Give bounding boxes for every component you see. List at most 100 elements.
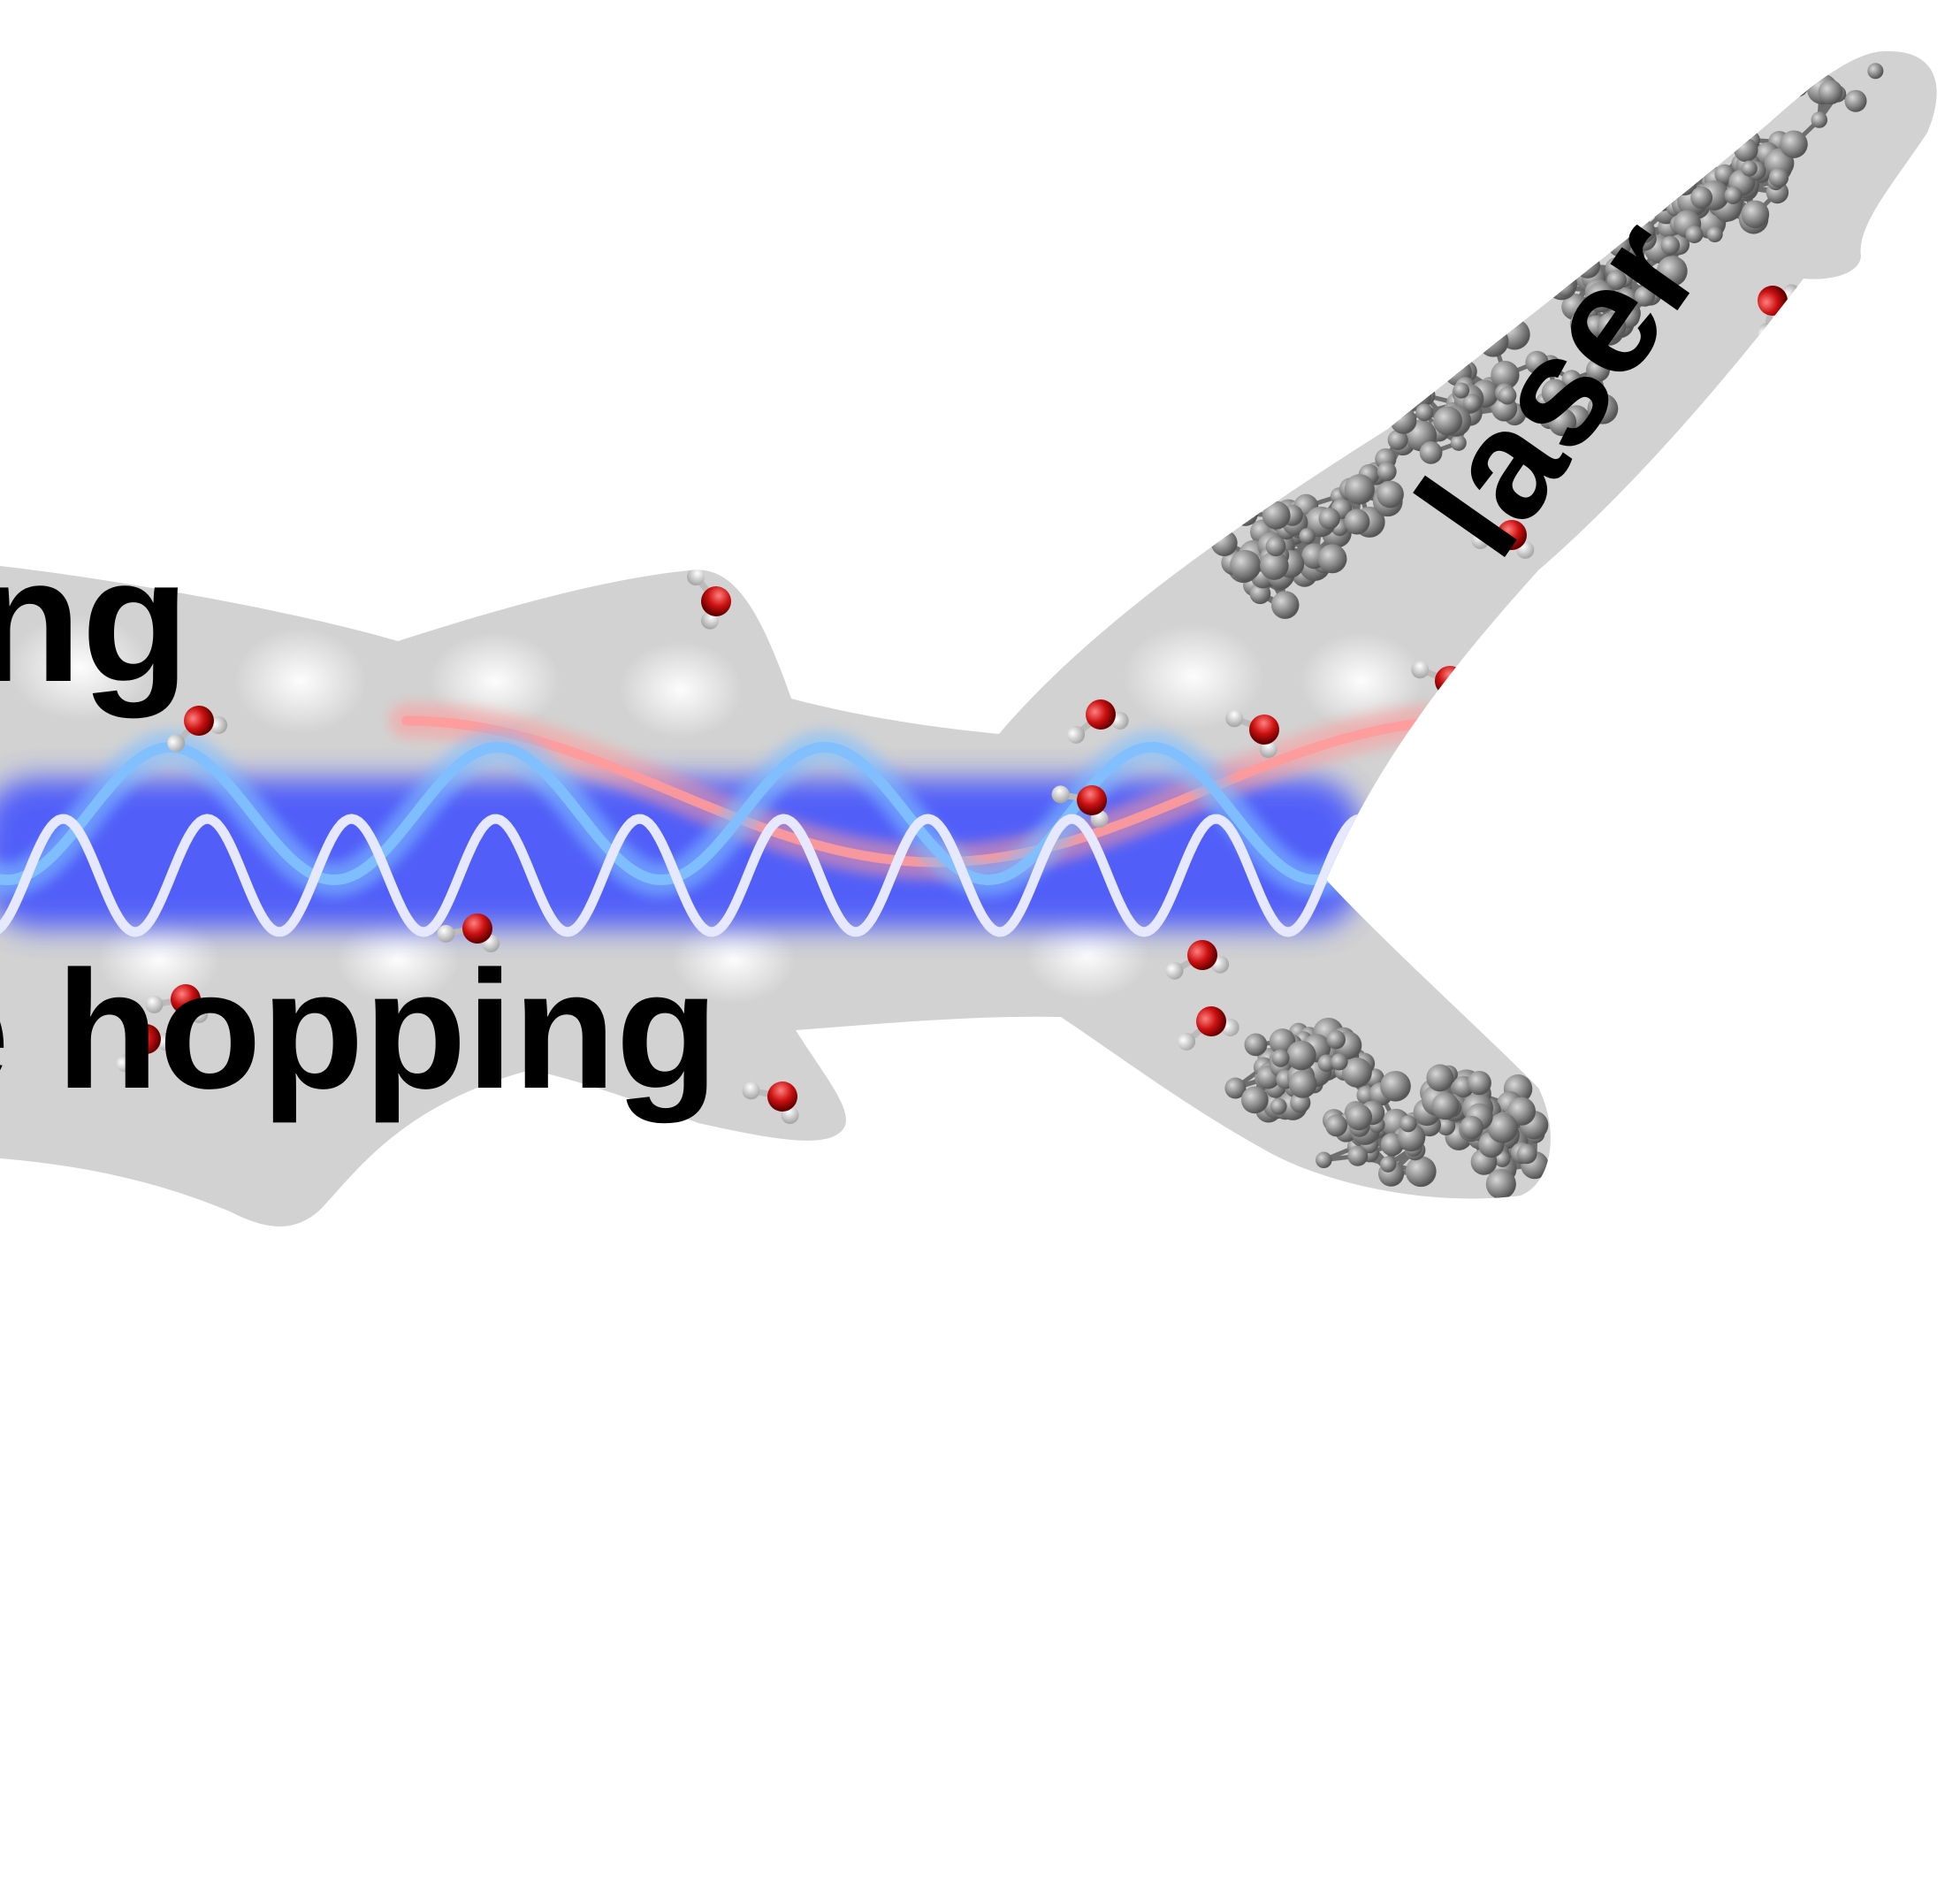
glow-spot	[9, 615, 150, 721]
oxygen-atom	[184, 706, 214, 736]
carbon-atom	[1377, 480, 1404, 508]
carbon-atom	[1286, 1040, 1316, 1071]
carbon-atom	[1818, 80, 1843, 105]
carbon-atom	[1630, 262, 1650, 281]
oxygen-atom	[1077, 785, 1107, 815]
carbon-atom	[1867, 63, 1884, 80]
carbon-atom	[1706, 226, 1723, 243]
water-molecule-icon	[437, 913, 500, 952]
carbon-atom	[1224, 1077, 1247, 1099]
carbon-atom	[1724, 186, 1743, 204]
water-molecule-icon	[116, 1024, 175, 1073]
carbon-atom	[1585, 281, 1617, 313]
glow-spot	[1123, 623, 1264, 730]
water-molecule-icon	[1067, 699, 1129, 744]
water-molecule-icon	[167, 706, 228, 753]
carbon-atom	[1262, 501, 1291, 530]
carbon-atom	[1844, 89, 1867, 112]
carbon-atom	[1346, 1104, 1373, 1131]
oxygen-atom	[171, 984, 201, 1014]
water-molecule-icon	[145, 984, 209, 1023]
hydrogen-atom	[742, 1081, 760, 1100]
oxygen-atom	[131, 1024, 161, 1054]
hydrogen-atom	[1178, 1032, 1196, 1051]
carbon-atom	[1377, 462, 1397, 482]
carbon-atom	[1331, 1053, 1348, 1071]
label-lower-fragment: e hopping	[0, 936, 719, 1124]
carbon-atom	[1453, 382, 1470, 399]
glow-spot	[336, 915, 460, 1004]
hydrogen-atom	[437, 924, 455, 943]
oxygen-atom	[1196, 1006, 1226, 1036]
hydrogen-atom	[210, 716, 228, 735]
carbon-atom	[1260, 551, 1289, 580]
carbon-atom	[1487, 1112, 1518, 1143]
carbon-atom	[1405, 1156, 1437, 1188]
carbon-atom	[1561, 370, 1582, 390]
carbon-atom	[1741, 200, 1770, 229]
glow-spot	[619, 641, 743, 738]
carbon-atom	[1741, 160, 1758, 177]
carbon-atom	[1419, 441, 1443, 464]
carbon-atom	[1380, 1156, 1397, 1173]
water-molecule-icon	[1051, 785, 1109, 829]
water-molecule-icon	[1178, 1006, 1239, 1051]
carbon-atom	[1634, 286, 1655, 307]
carbon-atom	[1265, 536, 1286, 557]
carbon-atom	[1498, 386, 1517, 405]
carbon-atom	[1299, 528, 1316, 545]
carbon-atom	[1270, 591, 1300, 619]
carbon-atom	[1597, 312, 1627, 341]
water-molecule-icon	[1165, 940, 1230, 980]
glow-spot	[234, 628, 367, 734]
oxygen-atom	[701, 586, 731, 616]
carbon-atom	[1768, 167, 1789, 187]
oxygen-atom	[1086, 699, 1116, 730]
oxygen-atom	[462, 913, 492, 944]
label-upper-fragment: ng	[0, 522, 189, 719]
carbon-atom	[1690, 187, 1713, 209]
carbon-atom	[1271, 1049, 1290, 1067]
carbon-atom	[1628, 232, 1646, 249]
carbon-atom	[1341, 1057, 1372, 1088]
carbon-atom	[1467, 1071, 1491, 1096]
carbon-atom	[1606, 270, 1627, 290]
carbon-atom	[1399, 1114, 1417, 1133]
glow-spot	[1026, 911, 1149, 999]
carbon-atom	[1380, 1070, 1411, 1102]
oxygen-atom	[1497, 520, 1527, 550]
carbon-atom	[1587, 393, 1619, 424]
carbon-atom	[1325, 1114, 1348, 1137]
carbon-atom	[1433, 406, 1462, 436]
carbon-atom	[1460, 1115, 1483, 1140]
carbon-atom	[1685, 225, 1704, 244]
hydrogen-atom	[1067, 725, 1086, 744]
oxygen-atom	[1758, 286, 1788, 316]
carbon-atom	[1426, 1064, 1454, 1092]
glow-spot	[429, 632, 561, 730]
hydrogen-atom	[116, 1054, 134, 1073]
medium-wave	[0, 741, 1437, 886]
carbon-atom	[1344, 474, 1375, 505]
water-molecule-icon	[1471, 520, 1535, 559]
carbon-atom	[1270, 1097, 1287, 1115]
carbon-cluster-icon	[1224, 1017, 1549, 1200]
oxygen-atom	[767, 1081, 797, 1112]
oxygen-atom	[1187, 940, 1217, 970]
carbon-atom	[1450, 434, 1467, 451]
hydrogen-atom	[1471, 531, 1490, 549]
carbon-atom	[1516, 1143, 1537, 1165]
carbon-atom	[1317, 1054, 1336, 1073]
hydrogen-atom	[1259, 740, 1277, 759]
body-interior	[0, 63, 1884, 1200]
carbon-atom	[1244, 1033, 1268, 1057]
carbon-atom	[1387, 429, 1408, 451]
carbon-atom	[1326, 1030, 1346, 1050]
carbon-atom	[1415, 403, 1434, 422]
fast-wave	[0, 814, 1361, 937]
hydrogen-atom	[1411, 661, 1430, 679]
carbon-atom	[1230, 549, 1262, 582]
water-molecule-icon	[742, 1081, 799, 1125]
carbon-cluster-icon	[1210, 63, 1884, 619]
